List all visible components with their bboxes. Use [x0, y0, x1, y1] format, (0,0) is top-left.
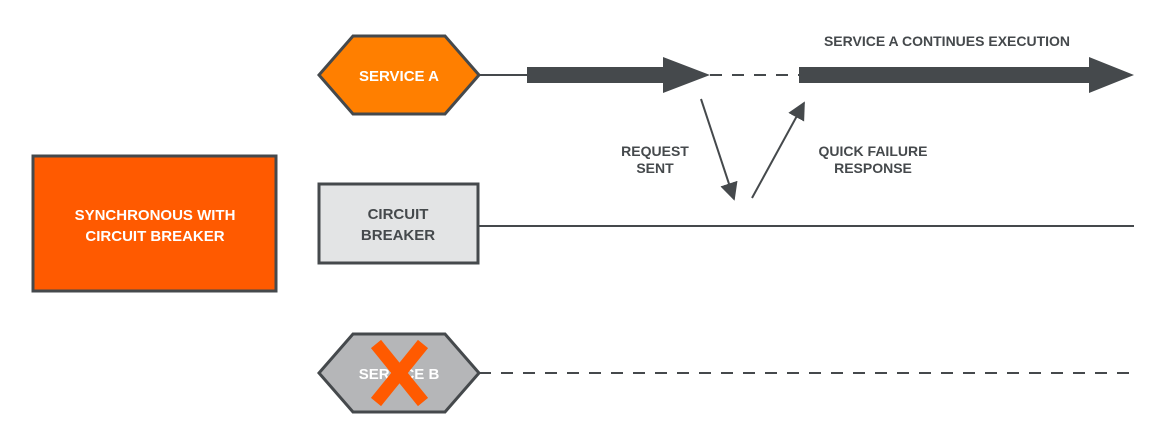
service-a-continues-arrow: [799, 57, 1134, 93]
title-line-1: SYNCHRONOUS WITH: [75, 207, 236, 224]
circuit-breaker-box: [317, 182, 480, 265]
continues-execution-label: SERVICE A CONTINUES EXECUTION: [824, 33, 1070, 49]
title-box: SYNCHRONOUS WITH CIRCUIT BREAKER: [31, 154, 278, 293]
quick-failure-response-arrow: [751, 101, 805, 199]
quick-failure-label-line-2: RESPONSE: [834, 160, 912, 176]
title-box-shape: [31, 154, 278, 293]
failure-x-icon: [370, 339, 429, 407]
circuit-breaker-node: CIRCUIT BREAKER: [317, 182, 1134, 265]
service-a-arrow-before-request: [527, 57, 710, 93]
service-a-node: SERVICE A: [317, 34, 481, 116]
service-b-node: SERVICE B: [317, 332, 1130, 414]
circuit-breaker-label-line-1: CIRCUIT: [368, 206, 429, 223]
title-line-2: CIRCUIT BREAKER: [85, 228, 224, 245]
request-sent-arrow: [700, 98, 738, 201]
quick-failure-label-line-1: QUICK FAILURE: [819, 143, 928, 159]
request-sent-label-line-1: REQUEST: [621, 143, 689, 159]
service-a-label: SERVICE A: [359, 68, 439, 85]
service-a-timeline: SERVICE A CONTINUES EXECUTION: [478, 33, 1134, 93]
circuit-breaker-label-line-2: BREAKER: [361, 227, 435, 244]
failure-x-stroke-2: [370, 339, 429, 407]
service-a-hexagon: [317, 34, 481, 116]
request-sent-label-line-2: SENT: [636, 160, 674, 176]
request-response-arrows: REQUEST SENT QUICK FAILURE RESPONSE: [621, 98, 928, 201]
